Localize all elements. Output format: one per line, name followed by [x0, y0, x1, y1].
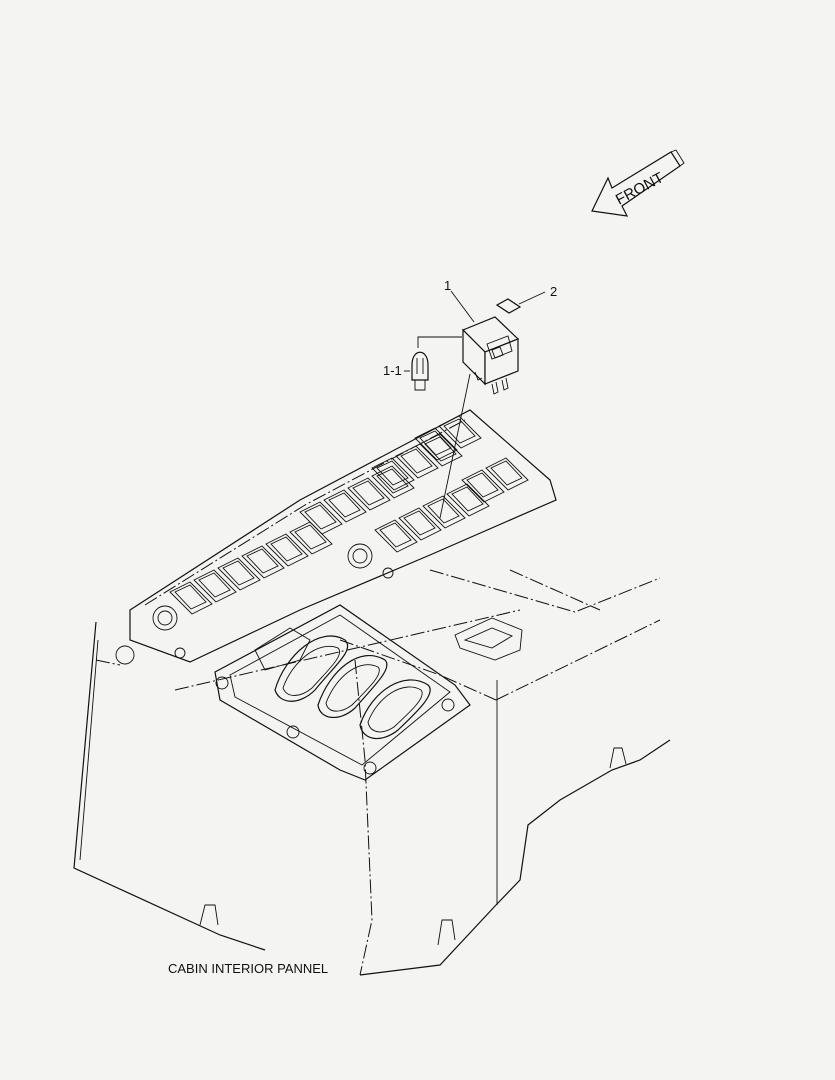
- switch-window: [289, 521, 333, 555]
- switch-window: [419, 433, 463, 467]
- switch-window: [446, 483, 490, 517]
- switch-window-inner: [451, 486, 484, 512]
- callout-part-1: 1: [444, 278, 451, 293]
- leader-lines: [404, 290, 546, 519]
- callout-part-2: 2: [550, 284, 557, 299]
- switch-window: [398, 507, 442, 541]
- switch-window: [438, 415, 482, 449]
- diagram-caption: CABIN INTERIOR PANNEL: [168, 961, 328, 976]
- switch-window-inner: [376, 460, 409, 486]
- switch-window: [422, 495, 466, 529]
- switch-window-inner: [352, 480, 385, 506]
- switch-window: [193, 569, 237, 603]
- switch-window: [241, 545, 285, 579]
- switch-window-inner: [419, 430, 452, 456]
- cabin-interior-panel: [73, 569, 671, 976]
- switch-window: [347, 477, 391, 511]
- switch-window: [395, 445, 439, 479]
- callout-part-1-1: 1-1: [383, 363, 402, 378]
- switch-window: [371, 457, 415, 491]
- bulb-part-1-1: [411, 351, 429, 391]
- switch-window-inner: [490, 460, 523, 486]
- switch-window: [414, 427, 458, 461]
- lever-plate: [214, 604, 471, 781]
- switch-window: [461, 469, 505, 503]
- switch-window-inner: [294, 524, 327, 550]
- switch-window: [299, 501, 343, 535]
- switch-window: [485, 457, 529, 491]
- switch-window-inner: [403, 510, 436, 536]
- rocker-switch-part-1: [461, 316, 520, 395]
- front-label: FRONT: [613, 169, 667, 208]
- switch-window: [217, 557, 261, 591]
- front-direction-arrow: FRONT: [591, 149, 685, 217]
- switch-window-inner: [376, 468, 409, 494]
- switch-window: [323, 489, 367, 523]
- switch-window-inner: [198, 572, 231, 598]
- switch-window-inner: [222, 560, 255, 586]
- switch-window-inner: [328, 492, 361, 518]
- switch-window-inner: [304, 504, 337, 530]
- switch-window-inner: [246, 548, 279, 574]
- switch-window-inner: [424, 436, 457, 462]
- switch-window-inner: [400, 448, 433, 474]
- switch-window-inner: [270, 536, 303, 562]
- switch-window-inner: [443, 418, 476, 444]
- switch-window: [169, 581, 213, 615]
- switch-window: [374, 519, 418, 553]
- switch-window: [265, 533, 309, 567]
- switch-window-inner: [466, 472, 499, 498]
- label-plate-part-2: [495, 298, 522, 314]
- switch-window-inner: [427, 498, 460, 524]
- switch-panel: [115, 409, 557, 665]
- switch-window: [371, 465, 415, 499]
- switch-window-inner: [379, 522, 412, 548]
- switch-window-inner: [174, 584, 207, 610]
